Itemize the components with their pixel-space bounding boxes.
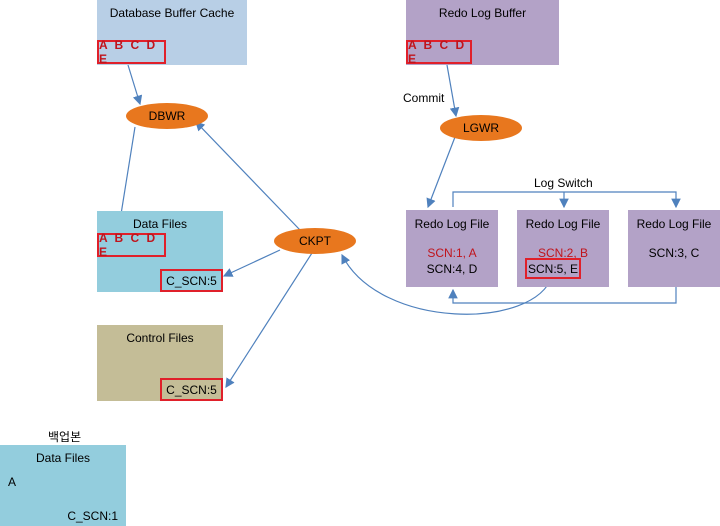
ckpt-process: CKPT — [274, 228, 356, 254]
arrow-redobuffer-to-lgwr — [446, 64, 460, 118]
backup-label: 백업본 — [48, 430, 82, 444]
control-files-title: Control Files — [126, 331, 194, 345]
redo-buffer-blocks: A B C D E — [406, 38, 472, 66]
arrow-cache-to-dbwr — [127, 64, 143, 106]
log-switch-label: Log Switch — [534, 176, 593, 190]
redo-log-file-1-line2: SCN:4, D — [426, 262, 478, 276]
arrow-ckpt-to-datafiles-scn — [222, 249, 281, 277]
buffer-cache-title: Database Buffer Cache — [109, 6, 235, 20]
commit-label: Commit — [403, 91, 445, 105]
arrow-lgwr-to-redolog1 — [426, 136, 456, 209]
redo-log-file-1-line1: SCN:1, A — [427, 246, 477, 260]
buffer-cache-box: Database Buffer Cache A B C D E — [97, 0, 247, 66]
control-files-box: Control Files C_SCN:5 — [97, 325, 223, 401]
arrow-scn5-to-ckpt — [341, 253, 553, 315]
data-files-title: Data Files — [132, 217, 188, 231]
redo-log-file-2-line1: SCN:2, B — [537, 246, 588, 260]
arrow-ckpt-to-dbwr — [195, 121, 301, 231]
backup-data-files-box: Data Files A C_SCN:1 — [0, 445, 126, 526]
control-files-scn: C_SCN:5 — [160, 378, 223, 401]
buffer-cache-blocks: A B C D E — [97, 38, 166, 66]
dbwr-process: DBWR — [126, 103, 208, 129]
data-files-scn: C_SCN:5 — [160, 269, 223, 292]
backup-data-files-content: A — [8, 475, 17, 489]
backup-data-files-title: Data Files — [35, 451, 91, 465]
redo-log-file-3-line1: SCN:3, C — [648, 246, 700, 260]
redo-buffer-box: Redo Log Buffer A B C D E — [406, 0, 559, 66]
backup-data-files-scn: C_SCN:1 — [67, 509, 118, 523]
redo-log-file-2-line2: SCN:5, E — [525, 258, 581, 279]
data-files-blocks: A B C D E — [97, 231, 166, 259]
redo-buffer-title: Redo Log Buffer — [438, 6, 527, 20]
lgwr-process: LGWR — [440, 115, 522, 141]
redo-log-file-1: Redo Log File SCN:1, A SCN:4, D — [406, 210, 498, 287]
redo-log-file-2-title: Redo Log File — [525, 217, 601, 231]
arrow-ckpt-to-controlfiles-scn — [225, 252, 313, 389]
log-switch-line-bottom — [448, 287, 677, 304]
redo-log-file-2: Redo Log File SCN:2, B SCN:5, E — [517, 210, 609, 287]
data-files-box: Data Files A B C D E C_SCN:5 — [97, 211, 223, 292]
redo-log-file-3-title: Redo Log File — [636, 217, 712, 231]
redo-log-file-1-title: Redo Log File — [414, 217, 490, 231]
redo-log-file-3: Redo Log File SCN:3, C — [628, 210, 720, 287]
